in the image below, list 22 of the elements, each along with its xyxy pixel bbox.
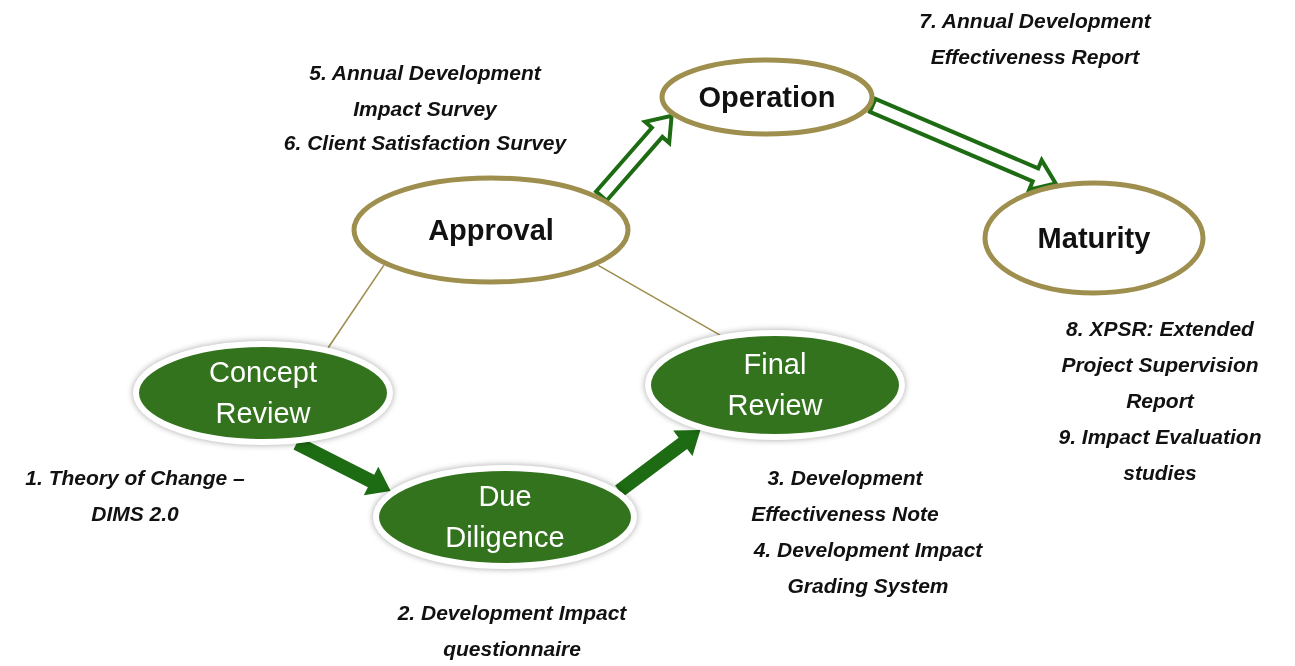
connector-line <box>327 264 385 349</box>
outlined-ellipse <box>351 175 631 285</box>
connector-line <box>597 264 721 336</box>
stage-label: Approval <box>428 212 554 248</box>
tool-note: 6. Client Satisfaction Survey <box>282 130 568 156</box>
stage-label: Concept Review <box>208 355 318 431</box>
outlined-ellipse <box>659 57 875 137</box>
tool-note: 2. Development Impact questionnaire <box>396 600 628 662</box>
tool-note: 7. Annual Development Effectiveness Report <box>918 8 1153 70</box>
tool-note: 9. Impact Evaluation studies <box>1057 424 1263 486</box>
block-arrow <box>615 430 701 497</box>
tool-note: 8. XPSR: Extended Project Supervision Report <box>1060 316 1260 414</box>
stage-label: Due Diligence <box>444 479 566 555</box>
outlined-ellipse <box>982 180 1206 296</box>
tool-note: 1. Theory of Change – DIMS 2.0 <box>24 465 246 527</box>
stage-label: Maturity <box>1037 220 1151 256</box>
tool-note: 4. Development Impact Grading System <box>752 537 984 599</box>
stage-label: Operation <box>698 79 836 115</box>
stage-label: Final Review <box>726 347 824 423</box>
tool-note: 3. Development Effectiveness Note <box>750 465 940 527</box>
tool-note: 5. Annual Development Impact Survey <box>308 60 543 122</box>
hollow-block-arrow <box>867 96 1059 193</box>
